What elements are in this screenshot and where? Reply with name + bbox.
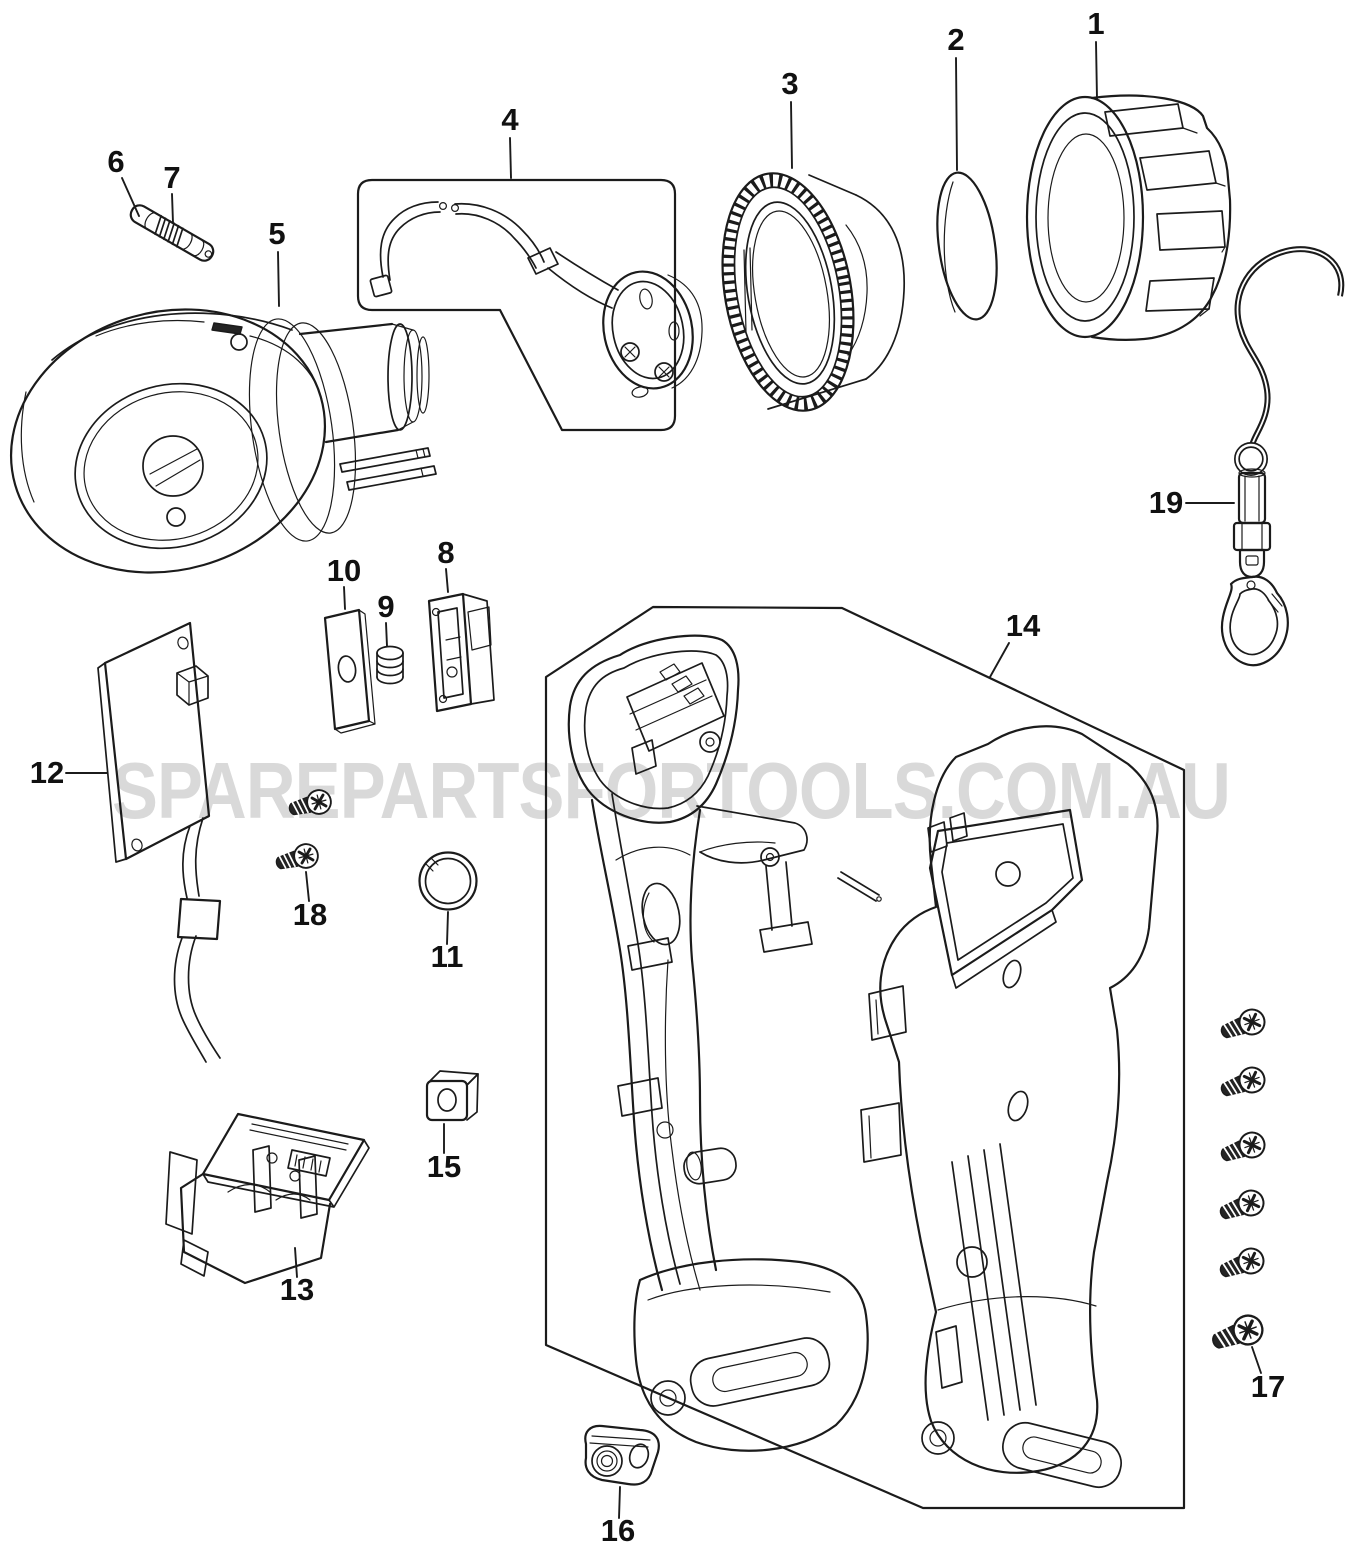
part-13-terminal-block (165, 1112, 370, 1285)
callout-1-number: 1 (1087, 6, 1104, 41)
callout-7: 7 (163, 160, 181, 224)
callout-4-number: 4 (501, 102, 519, 137)
part-10-switch-plate (323, 608, 376, 734)
callout-12-number: 12 (30, 755, 64, 790)
housing-pin (837, 871, 882, 902)
callout-1: 1 (1087, 6, 1105, 100)
callout-9: 9 (377, 589, 395, 647)
callout-11-number: 11 (431, 939, 464, 974)
callout-5: 5 (268, 216, 286, 307)
callouts: 1 2 3 4 5 6 7 8 (30, 6, 1285, 1543)
callout-3-number: 3 (781, 66, 798, 101)
part-6-7-threaded-pin (129, 204, 215, 262)
part-19-hook-strap (1220, 246, 1345, 667)
callout-4: 4 (501, 102, 519, 179)
part-14-housing-set (544, 605, 1186, 1510)
callout-9-number: 9 (377, 589, 394, 624)
callout-18-number: 18 (293, 897, 327, 932)
part-16-clamp (584, 1424, 660, 1486)
callout-2-number: 2 (947, 22, 964, 57)
housing-left-half (567, 634, 869, 1452)
part-5-head-housing (9, 308, 437, 574)
callout-13-number: 13 (280, 1272, 314, 1307)
part-15-square-nut (425, 1070, 479, 1122)
part-4-lead-wire-unit (356, 178, 703, 432)
callout-18: 18 (293, 871, 327, 932)
part-3-ribbed-ring (721, 172, 906, 412)
callout-10-number: 10 (327, 553, 361, 588)
part-11-ring (418, 851, 478, 911)
part-17-screws (1206, 1004, 1270, 1358)
callout-17-number: 17 (1251, 1369, 1285, 1404)
watermark-text: SPAREPARTSFORTOOLS.COM.AU (112, 746, 1230, 835)
part-1-lens-cap (1025, 94, 1232, 341)
callout-2: 2 (947, 22, 965, 171)
callout-14: 14 (989, 608, 1041, 678)
callout-13: 13 (280, 1247, 314, 1307)
callout-17: 17 (1251, 1346, 1285, 1404)
part-12-circuit-board (97, 621, 222, 1063)
callout-19-number: 19 (1149, 485, 1183, 520)
part-2-lens (936, 171, 998, 321)
callout-14-number: 14 (1006, 608, 1041, 643)
housing-right-half (860, 725, 1159, 1489)
callout-7-number: 7 (163, 160, 180, 195)
callout-15-number: 15 (427, 1149, 461, 1184)
callout-16: 16 (601, 1486, 635, 1543)
callout-16-number: 16 (601, 1513, 635, 1543)
part-8-switch (427, 592, 495, 713)
callout-8: 8 (437, 535, 455, 593)
callout-8-number: 8 (437, 535, 454, 570)
callout-6: 6 (107, 144, 140, 217)
callout-5-number: 5 (268, 216, 285, 251)
callout-19: 19 (1149, 485, 1235, 520)
callout-12: 12 (30, 755, 108, 790)
callout-6-number: 6 (107, 144, 124, 179)
callout-11: 11 (431, 911, 464, 974)
part-9-spring (376, 645, 404, 685)
callout-15: 15 (427, 1123, 461, 1184)
callout-10: 10 (327, 553, 361, 610)
callout-3: 3 (781, 66, 799, 169)
